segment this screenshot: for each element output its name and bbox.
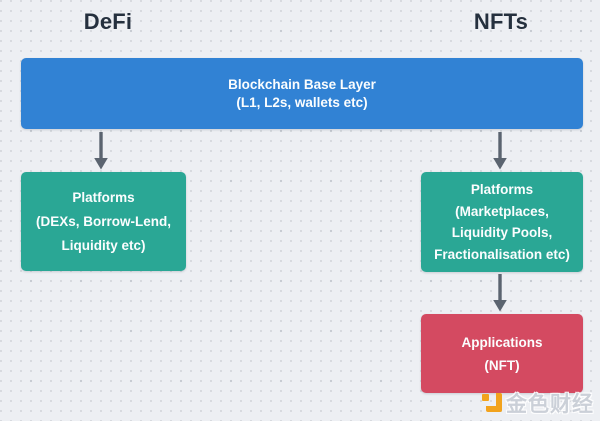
nfts-column-header: NFTs bbox=[473, 9, 529, 34]
node-line: (NFT) bbox=[484, 357, 520, 373]
node-line: (DEXs, Borrow-Lend, bbox=[35, 213, 171, 229]
node-nft-platforms: Platforms (Marketplaces, Liquidity Pools… bbox=[421, 172, 583, 272]
node-line: (Marketplaces, bbox=[455, 203, 549, 219]
node-line: Liquidity Pools, bbox=[451, 225, 553, 240]
jinse-watermark: 金色财经 bbox=[482, 388, 594, 418]
node-line: Applications bbox=[461, 334, 543, 350]
node-nft-applications: Applications (NFT) bbox=[421, 314, 583, 393]
node-title: Blockchain Base Layer bbox=[228, 76, 376, 92]
node-blockchain-base-layer: Blockchain Base Layer (L1, L2s, wallets … bbox=[21, 58, 583, 129]
node-line: Platforms bbox=[72, 189, 135, 205]
jinse-logo-icon bbox=[482, 393, 502, 413]
watermark-text: 金色财经 bbox=[506, 393, 594, 416]
node-defi-platforms: Platforms (DEXs, Borrow-Lend, Liquidity … bbox=[21, 172, 186, 271]
arrow-down-icon bbox=[492, 131, 508, 171]
node-subtitle: (L1, L2s, wallets etc) bbox=[236, 94, 368, 110]
node-line: Fractionalisation etc) bbox=[434, 246, 570, 262]
defi-column-header: DeFi bbox=[83, 9, 133, 34]
arrow-down-icon bbox=[93, 131, 109, 171]
node-line: Liquidity etc) bbox=[61, 237, 146, 253]
node-line: Platforms bbox=[470, 182, 534, 197]
arrow-down-icon bbox=[492, 273, 508, 313]
